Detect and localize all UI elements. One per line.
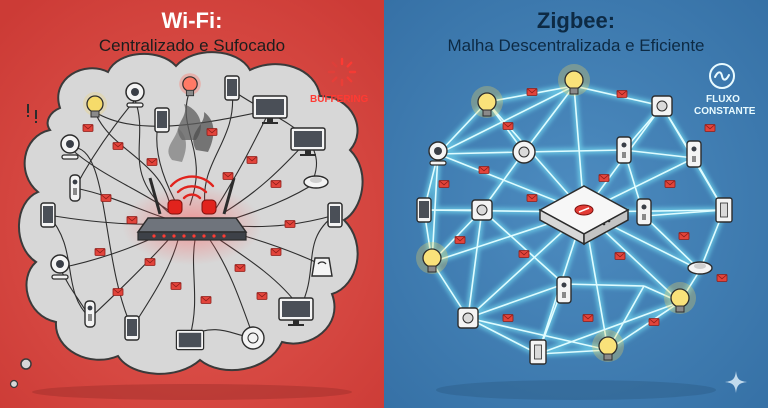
envelope-icon: [717, 275, 727, 282]
wifi-title: Wi-Fi:: [0, 8, 384, 34]
lightbulb-icon: [471, 86, 503, 118]
remote-icon: [85, 301, 95, 327]
smoke-detector-icon: [304, 176, 328, 188]
envelope-icon: [599, 175, 609, 182]
envelope-icon: [223, 173, 233, 180]
smartphone-icon: [41, 203, 55, 227]
camera-icon: [126, 83, 144, 107]
envelope-icon: [285, 221, 295, 228]
envelope-icon: [257, 293, 267, 300]
envelope-icon: [171, 283, 181, 290]
sensor-icon: [652, 96, 672, 116]
smartphone-icon: [155, 108, 169, 132]
envelope-icon: [527, 89, 537, 96]
envelope-icon: [83, 125, 93, 132]
envelope-icon: [583, 315, 593, 322]
wifi-panel: Wi-Fi: Centralizado e Sufocado BUFFERING: [0, 0, 384, 408]
lightbulb-icon: [558, 64, 590, 96]
smartphone-icon: [417, 198, 431, 222]
zigbee-illustration: [384, 0, 768, 408]
envelope-icon: [479, 167, 489, 174]
plug-icon: [637, 199, 651, 225]
tablet-icon: [328, 203, 342, 227]
envelope-icon: [271, 249, 281, 256]
envelope-icon: [503, 315, 513, 322]
smartphone-icon: [125, 316, 139, 340]
envelope-icon: [615, 253, 625, 260]
sensor-icon: [472, 200, 492, 220]
envelope-icon: [207, 129, 217, 136]
envelope-icon: [101, 195, 111, 202]
envelope-icon: [679, 233, 689, 240]
envelope-icon: [247, 157, 257, 164]
plug-icon: [617, 137, 631, 163]
camera-icon: [51, 255, 69, 279]
buffering-label: BUFFERING: [310, 94, 368, 105]
envelope-icon: [127, 217, 137, 224]
tablet-icon: [176, 330, 203, 349]
smoke-detector-icon: [688, 262, 712, 274]
envelope-icon: [503, 123, 513, 130]
envelope-icon: [705, 125, 715, 132]
zigbee-panel: Zigbee: Malha Descentralizada e Eficient…: [384, 0, 768, 408]
envelope-icon: [271, 181, 281, 188]
switch-icon: [530, 340, 546, 364]
envelope-icon: [147, 159, 157, 166]
flow-status-line2: CONSTANTE: [694, 106, 752, 118]
envelope-icon: [113, 289, 123, 296]
wifi-subtitle: Centralizado e Sufocado: [0, 36, 384, 56]
lightbulb-icon: [416, 242, 448, 274]
sensor-icon: [513, 141, 535, 163]
smartphone-icon: [225, 76, 239, 100]
zigbee-title: Zigbee:: [384, 8, 768, 34]
envelope-icon: [201, 297, 211, 304]
switch-icon: [716, 198, 732, 222]
envelope-icon: [455, 237, 465, 244]
camera-icon: [61, 135, 79, 159]
smart-speaker-icon: [312, 258, 332, 276]
envelope-icon: [519, 251, 529, 258]
lightbulb-icon: [664, 282, 696, 314]
lightbulb-icon: [592, 330, 624, 362]
envelope-icon: [649, 319, 659, 326]
envelope-icon: [617, 91, 627, 98]
envelope-icon: [235, 265, 245, 272]
zigbee-title-block: Zigbee: Malha Descentralizada e Eficient…: [384, 8, 768, 56]
envelope-icon: [527, 195, 537, 202]
sensor-icon: [458, 308, 478, 328]
zigbee-subtitle: Malha Descentralizada e Eficiente: [384, 36, 768, 56]
envelope-icon: [113, 143, 123, 150]
smoke-detector-icon: [242, 327, 264, 349]
wifi-title-block: Wi-Fi: Centralizado e Sufocado: [0, 8, 384, 56]
envelope-icon: [665, 181, 675, 188]
envelope-icon: [95, 249, 105, 256]
plug-icon: [687, 141, 701, 167]
wifi-illustration: [0, 0, 384, 408]
plug-icon: [557, 277, 571, 303]
remote-icon: [70, 175, 80, 201]
flow-status-label: FLUXO CONSTANTE: [694, 94, 752, 118]
camera-icon: [429, 142, 447, 165]
envelope-icon: [145, 259, 155, 266]
envelope-icon: [439, 181, 449, 188]
flow-status-line1: FLUXO: [694, 94, 752, 106]
